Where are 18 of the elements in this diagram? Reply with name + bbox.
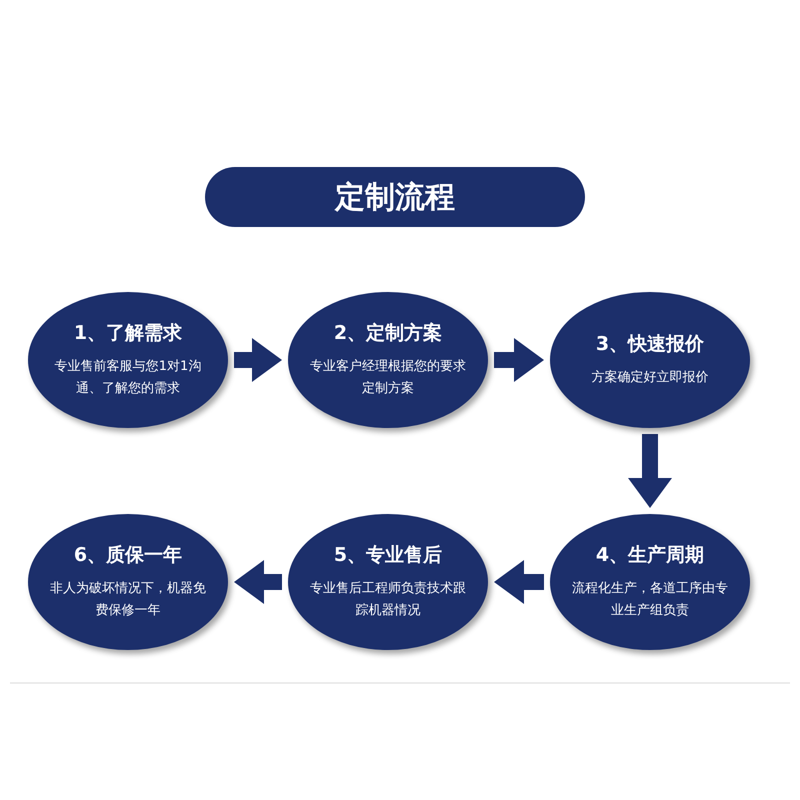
step-description: 专业客户经理根据您的要求定制方案 [309,358,467,398]
step-description: 非人为破坏情况下，机器免费保修一年 [49,580,207,620]
step-heading: 2、定制方案 [334,321,442,346]
title-banner: 定制流程 [205,167,585,227]
step-description: 专业售后工程师负责技术跟踪机器情况 [309,580,467,620]
arrow [234,560,282,604]
step-heading: 6、质保一年 [74,543,182,568]
arrow [494,338,544,382]
arrow [628,434,672,508]
step-description: 专业售前客服与您1对1沟通、了解您的需求 [54,358,202,398]
step-heading: 5、专业售后 [334,543,442,568]
step-description: 流程化生产，各道工序由专业生产组负责 [571,580,729,620]
step-heading: 1、了解需求 [74,321,182,346]
arrow [234,338,282,382]
step-description: 方案确定好立即报价 [590,369,710,387]
step-heading: 4、生产周期 [596,543,704,568]
step-heading: 3、快速报价 [596,332,704,357]
arrow [494,560,544,604]
